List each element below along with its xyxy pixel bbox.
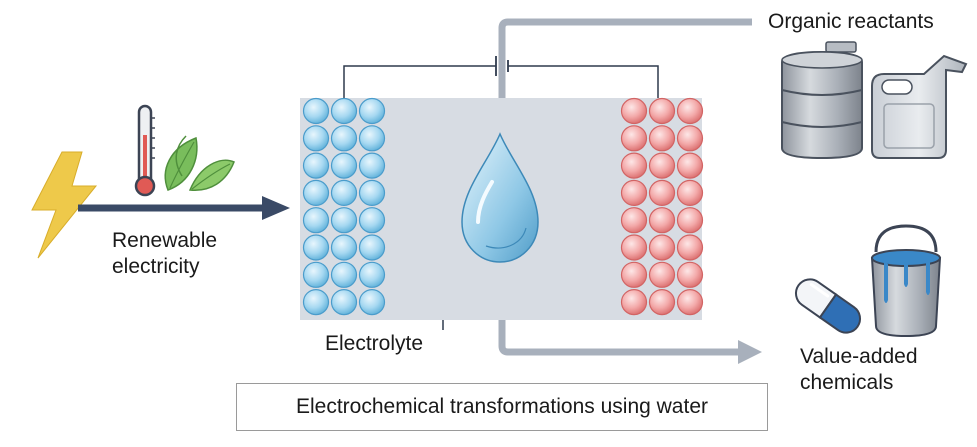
cathode-sphere: [676, 207, 704, 234]
anode-sphere: [358, 152, 386, 179]
water-drop-icon: [461, 132, 539, 263]
leaf-icon: [164, 135, 235, 191]
cathode-sphere: [620, 207, 648, 234]
anode-sphere: [330, 234, 358, 261]
cathode-sphere: [676, 97, 704, 125]
cathode-sphere: [648, 125, 676, 152]
thermometer-icon: [134, 104, 156, 197]
anode-sphere: [302, 179, 330, 206]
anode-sphere: [302, 152, 330, 179]
barrel-icon: [781, 41, 863, 160]
anode-sphere: [330, 152, 358, 179]
lightning-icon: [31, 151, 98, 259]
anode-sphere: [330, 289, 358, 316]
renewable-label-line2: electricity: [112, 255, 200, 278]
cathode-sphere: [648, 261, 676, 288]
product-pipe: [498, 320, 762, 364]
paint-bucket-icon: [870, 224, 942, 338]
circuit-wire: [343, 56, 659, 98]
renewable-label-line1: Renewable: [112, 229, 218, 252]
cathode-sphere: [620, 261, 648, 288]
cathode-electrode: [620, 97, 704, 316]
capsule-icon: [795, 278, 861, 334]
anode-sphere: [358, 289, 386, 316]
anode-sphere: [358, 179, 386, 206]
cathode-sphere: [648, 207, 676, 234]
cathode-sphere: [648, 97, 676, 125]
electrochemical-cell: [300, 97, 704, 330]
cathode-sphere: [620, 234, 648, 261]
caption-box: Electrochemical transformations using wa…: [236, 383, 768, 431]
anode-sphere: [358, 207, 386, 234]
cathode-sphere: [676, 289, 704, 316]
anode-sphere: [358, 125, 386, 152]
organic-reactants-label: Organic reactants: [768, 10, 934, 33]
caption-text: Electrochemical transformations using wa…: [295, 395, 708, 418]
cathode-sphere: [676, 234, 704, 261]
cathode-sphere: [620, 179, 648, 206]
cathode-sphere: [648, 179, 676, 206]
cathode-sphere: [676, 261, 704, 288]
power-arrow: [78, 196, 290, 220]
anode-sphere: [330, 261, 358, 288]
value-added-chemicals-label: Value-added chemicals: [800, 344, 918, 396]
electrolyte-label: Electrolyte: [325, 332, 424, 355]
anode-sphere: [358, 234, 386, 261]
cathode-sphere: [648, 152, 676, 179]
anode-sphere: [330, 179, 358, 206]
anode-sphere: [330, 97, 358, 125]
cathode-sphere: [620, 97, 648, 125]
anode-sphere: [330, 207, 358, 234]
cathode-sphere: [620, 289, 648, 316]
anode-sphere: [302, 261, 330, 288]
cathode-sphere: [676, 152, 704, 179]
value-added-line1: Value-added: [800, 345, 918, 368]
jerrycan-icon: [871, 54, 968, 159]
renewable-electricity-label: Renewable electricity: [112, 228, 217, 280]
cathode-sphere: [648, 234, 676, 261]
cathode-sphere: [676, 125, 704, 152]
anode-sphere: [302, 234, 330, 261]
anode-sphere: [330, 125, 358, 152]
anode-sphere: [302, 289, 330, 316]
anode-electrode: [302, 97, 386, 316]
anode-sphere: [358, 261, 386, 288]
anode-sphere: [358, 97, 386, 125]
reactant-pipe: [498, 18, 752, 98]
anode-sphere: [302, 97, 330, 125]
cathode-sphere: [648, 289, 676, 316]
anode-sphere: [302, 125, 330, 152]
cathode-sphere: [676, 179, 704, 206]
value-added-line2: chemicals: [800, 371, 894, 394]
cathode-sphere: [620, 125, 648, 152]
cathode-sphere: [620, 152, 648, 179]
anode-sphere: [302, 207, 330, 234]
